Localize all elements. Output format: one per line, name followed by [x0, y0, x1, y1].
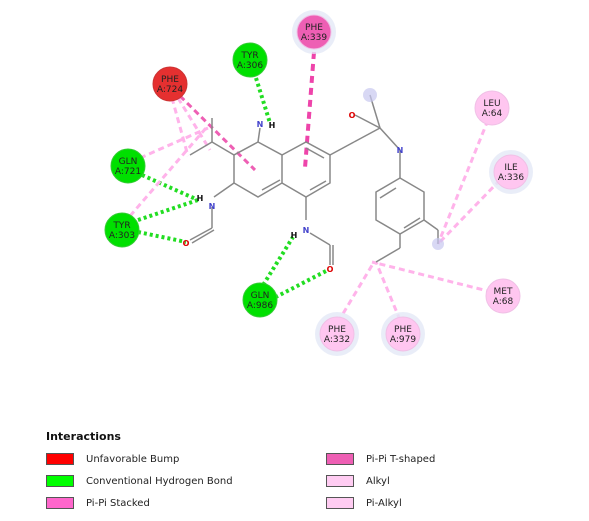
- legend-item-unfavorable-bump: Unfavorable Bump: [46, 451, 179, 467]
- residue-circle: [152, 66, 188, 102]
- hbond-line-gln986-b: [269, 268, 329, 302]
- pi-alkyl-line-phe332: [336, 261, 376, 323]
- residue-circle: [385, 316, 421, 352]
- legend-label: Conventional Hydrogen Bond: [86, 475, 233, 487]
- residue-name: GLN: [119, 157, 138, 167]
- legend-swatch: [326, 497, 354, 509]
- residue-name: PHE: [328, 325, 346, 335]
- hbond-line-tyr303-b: [137, 230, 187, 244]
- legend-item-pi-pi-stacked: Pi-Pi Stacked: [46, 495, 150, 511]
- atom-h-top: H: [269, 121, 276, 130]
- interaction-diagram: O N H N H O N H O N PHEA:339TYRA:306PHEA…: [104, 10, 533, 356]
- interaction-lines: [128, 51, 502, 323]
- residue-circle: [242, 282, 278, 318]
- atom-h-left: H: [197, 194, 204, 203]
- residue-chain: A:336: [498, 173, 524, 183]
- atom-n-top: N: [257, 120, 264, 129]
- residue-name: ILE: [504, 163, 518, 173]
- residue-chain: A:721: [115, 167, 141, 177]
- residue-chain: A:64: [482, 109, 503, 119]
- residue-name: PHE: [305, 23, 323, 33]
- residue-circle: [296, 14, 332, 50]
- hbond-line-tyr306: [254, 77, 272, 124]
- residue-chain: A:979: [390, 335, 416, 345]
- atom-n-left: N: [209, 202, 216, 211]
- legend-label: Unfavorable Bump: [86, 453, 180, 465]
- residue-chain: A:986: [247, 301, 273, 311]
- residue-name: MET: [494, 287, 513, 297]
- alkyl-line-leu64: [436, 119, 490, 245]
- atom-o-left: O: [183, 239, 190, 248]
- legend-swatch: [326, 475, 354, 487]
- residue-circle: [319, 316, 355, 352]
- bump-line-phe724: [178, 94, 257, 172]
- pi-alkyl-line-phe979: [374, 261, 402, 321]
- legend-swatch: [326, 453, 354, 465]
- atom-o-bottom: O: [327, 265, 334, 274]
- alkyl-line-gln721: [139, 126, 209, 160]
- alkyl-line-phe724-b: [176, 97, 212, 151]
- residue-name: PHE: [161, 75, 179, 85]
- residue-chain: A:332: [324, 335, 350, 345]
- residue-name: LEU: [483, 99, 500, 109]
- legend-label: Pi-Pi T-shaped: [366, 453, 436, 465]
- ring-phenyl: [375, 177, 425, 235]
- residue-circle: [493, 154, 529, 190]
- atom-o-carbonyl: O: [349, 111, 356, 120]
- residue-name: TYR: [240, 51, 258, 61]
- ligand-structure: [189, 94, 439, 265]
- legend-item-alkyl: Alkyl: [326, 473, 390, 489]
- residue-chain: A:303: [109, 231, 135, 241]
- residue-circle: [485, 278, 521, 314]
- legend-swatch: [46, 453, 74, 465]
- interactions-legend: Interactions Unfavorable Bump Convention…: [46, 430, 566, 520]
- atom-n-bottom: N: [303, 226, 310, 235]
- hbond-line-gln986-a: [258, 235, 295, 292]
- legend-item-pi-alkyl: Pi-Alkyl: [326, 495, 402, 511]
- legend-label: Pi-Pi Stacked: [86, 497, 150, 509]
- residue-name: TYR: [112, 221, 130, 231]
- legend-label: Alkyl: [366, 475, 390, 487]
- residue-name: PHE: [394, 325, 412, 335]
- atom-n-right: N: [397, 146, 404, 155]
- residue-name: GLN: [251, 291, 270, 301]
- legend-title: Interactions: [46, 430, 121, 443]
- alkyl-line-phe724-a: [170, 97, 190, 157]
- residue-chain: A:724: [157, 85, 183, 95]
- legend-item-pi-pi-t-shaped: Pi-Pi T-shaped: [326, 451, 435, 467]
- legend-swatch: [46, 497, 74, 509]
- legend-label: Pi-Alkyl: [366, 497, 402, 509]
- hbond-line-tyr303-a: [137, 198, 199, 222]
- atom-h-bottom: H: [291, 231, 298, 240]
- residue-chain: A:339: [301, 33, 327, 43]
- alkyl-line-met68: [371, 260, 493, 294]
- ring-right: [281, 141, 331, 198]
- residue-circle: [104, 212, 140, 248]
- residue-circle: [110, 148, 146, 184]
- legend-item-hydrogen-bond: Conventional Hydrogen Bond: [46, 473, 233, 489]
- residue-chain: A:68: [493, 297, 514, 307]
- hbond-line-gln721: [141, 173, 199, 202]
- residue-circle: [474, 90, 510, 126]
- legend-swatch: [46, 475, 74, 487]
- ligand-atoms: O N H N H O N H O N: [183, 88, 444, 274]
- alkyl-line-ile336: [436, 178, 502, 246]
- residue-circle: [232, 42, 268, 78]
- ring-left: [233, 141, 283, 198]
- residue-chain: A:306: [237, 61, 263, 71]
